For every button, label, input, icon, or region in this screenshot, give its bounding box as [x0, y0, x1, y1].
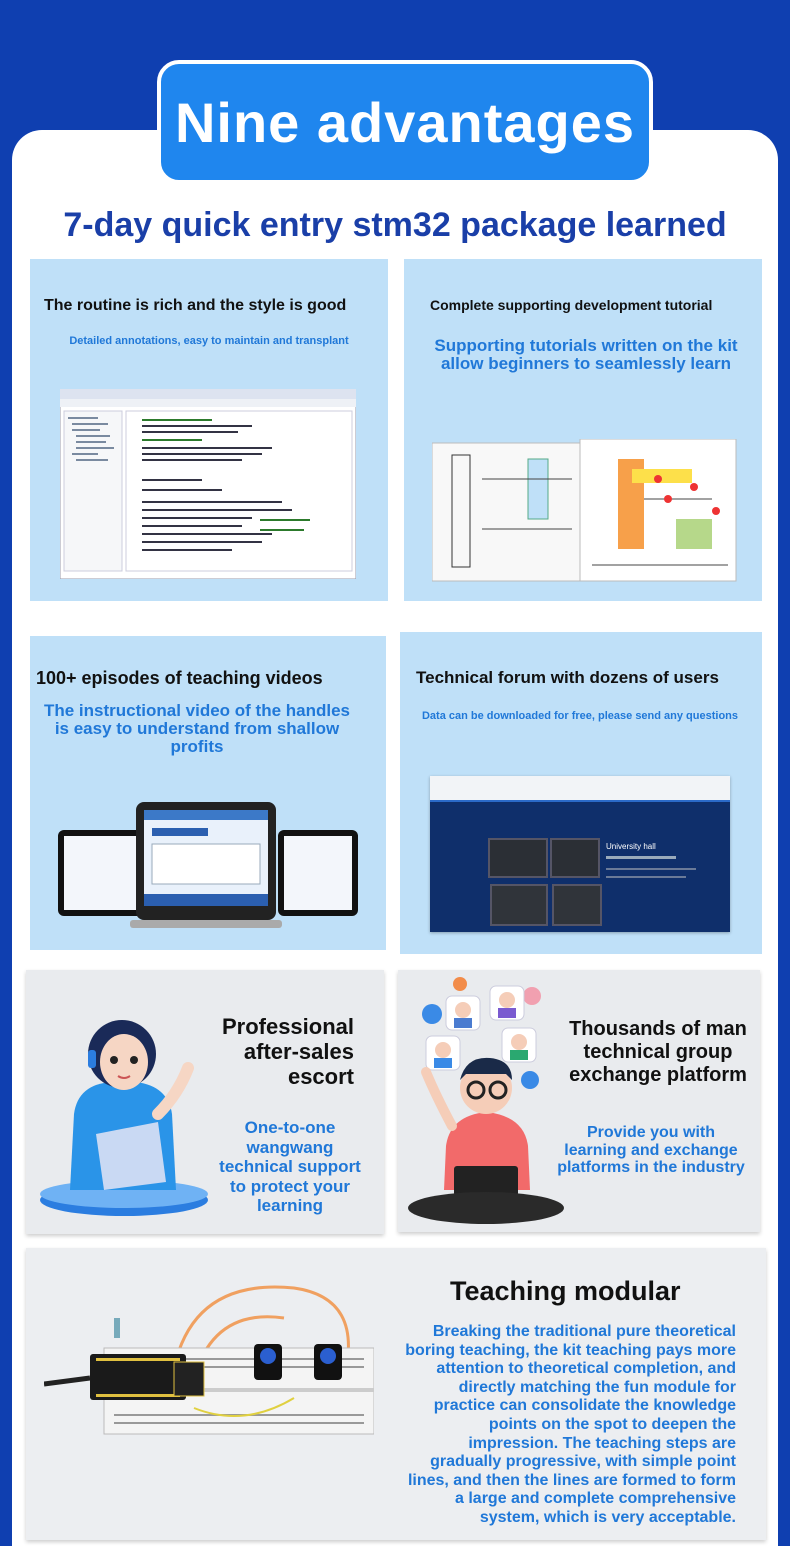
card-tutorial-title: Complete supporting development tutorial — [430, 297, 713, 313]
modular-desc-line-10: a large and complete comprehensive — [455, 1490, 736, 1508]
modular-desc-line-1: Breaking the traditional pure theoretica… — [432, 1323, 736, 1340]
tutorial-book-icon — [432, 439, 737, 582]
aftersales-desc-line-5: learning — [256, 1196, 324, 1215]
community-man-icon — [408, 977, 564, 1224]
modular-desc-line-8: gradually progressive, with simple point — [430, 1453, 736, 1471]
modular-desc-line-11: system, which is very acceptable. — [479, 1508, 736, 1526]
page-subtitle: 7-day quick entry stm32 package learned — [63, 206, 727, 244]
card-tutorial: Complete supporting development tutorial… — [404, 259, 762, 601]
card-platform: Thousands of man technical group exchang… — [398, 970, 760, 1232]
forum-screen-label: University hall — [606, 842, 656, 851]
aftersales-title-line-3: escort — [287, 1064, 354, 1089]
title-banner: Nine advantages — [157, 60, 653, 184]
modular-desc-line-3: attention to theoretical completion, and — [436, 1360, 736, 1378]
modular-desc-line-7: impression. The teaching steps are — [468, 1434, 736, 1452]
aftersales-title-line-2: after-sales — [243, 1039, 354, 1064]
aftersales-desc-line-3: technical support — [219, 1157, 361, 1176]
platform-title-line-3: exchange platform — [569, 1064, 747, 1086]
modular-desc-line-6: points on the spot to deepen the — [488, 1415, 736, 1433]
card-platform-title: Thousands of man technical group exchang… — [562, 1018, 754, 1087]
card-aftersales-title: Professional after-sales escort — [186, 1014, 354, 1089]
card-modular: Teaching modular Breaking the traditiona… — [26, 1248, 766, 1540]
breadboard-kit-icon — [44, 1285, 374, 1435]
card-routine-title: The routine is rich and the style is goo… — [44, 297, 347, 314]
card-videos-title: 100+ episodes of teaching videos — [36, 668, 323, 688]
card-forum: Technical forum with dozens of users Dat… — [400, 632, 762, 954]
platform-desc-line-1: Provide you with — [586, 1124, 715, 1141]
card-videos: 100+ episodes of teaching videos The ins… — [30, 636, 386, 950]
platform-desc-line-2: learning and exchange — [564, 1141, 738, 1159]
card-tutorial-desc: Supporting tutorials written on the kit … — [434, 336, 738, 373]
card-platform-desc: Provide you with learning and exchange p… — [548, 1124, 754, 1177]
banner-title: Nine advantages — [174, 90, 636, 154]
card-aftersales-desc: One-to-one wangwang technical support to… — [206, 1118, 374, 1216]
card-routine-desc: Detailed annotations, easy to maintain a… — [69, 335, 349, 347]
modular-desc-line-5: practice can consolidate the knowledge — [433, 1397, 736, 1415]
platform-title-line-2: technical group — [583, 1041, 733, 1063]
platform-title-line-1: Thousands of man — [569, 1018, 747, 1040]
card-forum-desc: Data can be downloaded for free, please … — [421, 710, 739, 722]
aftersales-title-line-1: Professional — [221, 1014, 354, 1039]
platform-desc-line-3: platforms in the industry — [557, 1159, 745, 1176]
card-routine: The routine is rich and the style is goo… — [30, 259, 388, 601]
modular-desc-line-9: lines, and then the lines are formed to … — [407, 1471, 736, 1489]
modular-desc-line-2: boring teaching, the kit teaching pays m… — [405, 1341, 736, 1359]
modular-desc-line-4: directly matching the fun module for — [458, 1378, 736, 1396]
aftersales-desc-line-2: wangwang — [246, 1137, 334, 1157]
customer-service-woman-icon — [40, 1020, 208, 1216]
forum-website-icon: University hall — [430, 776, 730, 932]
ide-screenshot-icon — [60, 389, 356, 579]
laptop-tablet-devices-icon — [58, 802, 358, 928]
card-modular-desc: Breaking the traditional pure theoretica… — [356, 1323, 736, 1528]
card-videos-desc: The instructional video of the handles i… — [43, 701, 351, 756]
card-aftersales: Professional after-sales escort One-to-o… — [26, 970, 384, 1234]
aftersales-desc-line-1: One-to-one — [244, 1118, 336, 1137]
card-modular-title: Teaching modular — [450, 1276, 681, 1306]
aftersales-desc-line-4: to protect your — [230, 1176, 350, 1196]
card-forum-title: Technical forum with dozens of users — [416, 668, 719, 687]
